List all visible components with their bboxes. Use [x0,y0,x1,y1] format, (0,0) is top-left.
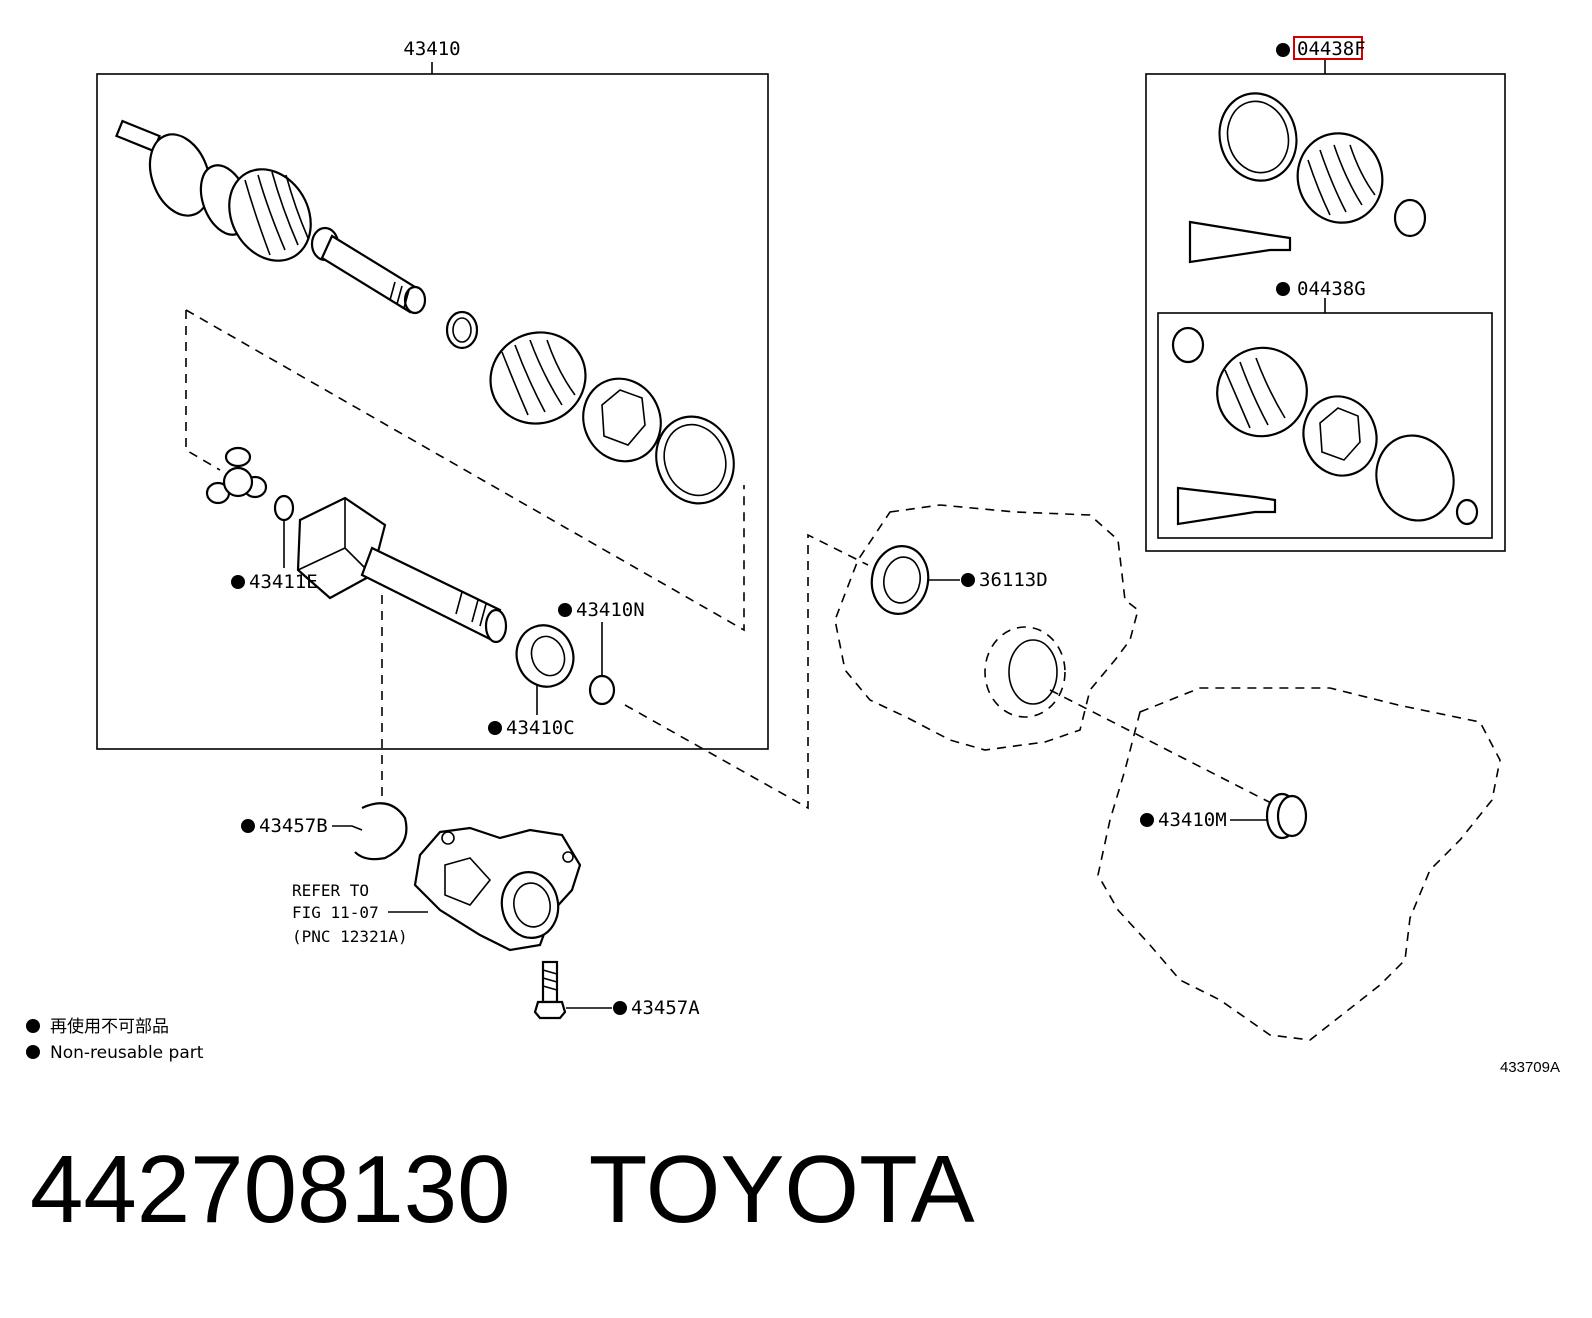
kit2-snap-ring[interactable] [1455,498,1479,526]
inner-joint-housing[interactable] [296,496,508,644]
kit-outer-boot[interactable] [1285,121,1395,234]
inner-boot[interactable] [475,317,600,439]
figure-id: 433709A [1500,1059,1560,1076]
part-number-caption: 442708130 TOYOTA [30,1136,975,1243]
transaxle-bore[interactable] [984,626,1066,718]
label-boot-kit-inner[interactable]: 04438G [1297,278,1366,300]
clip-n[interactable] [588,674,616,706]
highlight-box [1293,36,1363,60]
snap-ring-b[interactable] [354,802,408,861]
legend-bullet-icon [26,1019,40,1033]
snap-ring-e[interactable] [273,494,295,522]
refer-line-3: (PNC 12321A) [292,927,408,946]
kit2-clamp-large[interactable] [1365,425,1466,532]
transaxle-case[interactable] [834,504,1139,751]
label-bolt-a[interactable]: 43457A [631,997,700,1019]
label-bearing-c[interactable]: 43410C [506,717,575,739]
label-oil-seal-m[interactable]: 43410M [1158,809,1227,831]
kit-clamp-small[interactable] [1393,198,1427,238]
legend-japanese: 再使用不可部品 [50,1016,169,1037]
kit-grease-tube[interactable] [1188,220,1292,264]
label-boot-kit-outer[interactable]: 04438F [1297,38,1366,60]
label-snap-ring-b[interactable]: 43457B [259,815,328,837]
oil-seal-m[interactable] [1265,792,1308,840]
boot-clamp-large[interactable] [644,406,746,515]
kit2-clamp-small[interactable] [1171,326,1205,364]
kit-clamp-large[interactable] [1210,85,1306,190]
label-clip-n[interactable]: 43410N [576,599,645,621]
outer-cv-joint-shaft[interactable] [115,119,427,315]
legend-bullet-icon [26,1045,40,1059]
tulip-ring[interactable] [570,366,674,474]
bearing-bracket[interactable] [413,826,582,952]
label-oil-seal-d[interactable]: 36113D [979,569,1048,591]
bolt-a[interactable] [533,960,567,1020]
tripod-joint[interactable] [205,446,268,505]
oil-seal-d[interactable] [867,542,934,619]
label-snap-ring-e[interactable]: 43411E [249,571,318,593]
refer-line-1: REFER TO [292,881,369,900]
bearing-c[interactable] [508,617,582,694]
kit2-grease-tube[interactable] [1176,486,1277,526]
refer-line-2: FIG 11-07 [292,903,379,922]
label-assembly[interactable]: 43410 [403,38,460,60]
kit2-tulip-ring[interactable] [1292,386,1387,486]
boot-clamp-small[interactable] [445,310,479,350]
kit2-boot[interactable] [1203,333,1322,451]
legend-english: Non-reusable part [50,1043,204,1063]
transmission-housing[interactable] [1097,687,1501,1041]
